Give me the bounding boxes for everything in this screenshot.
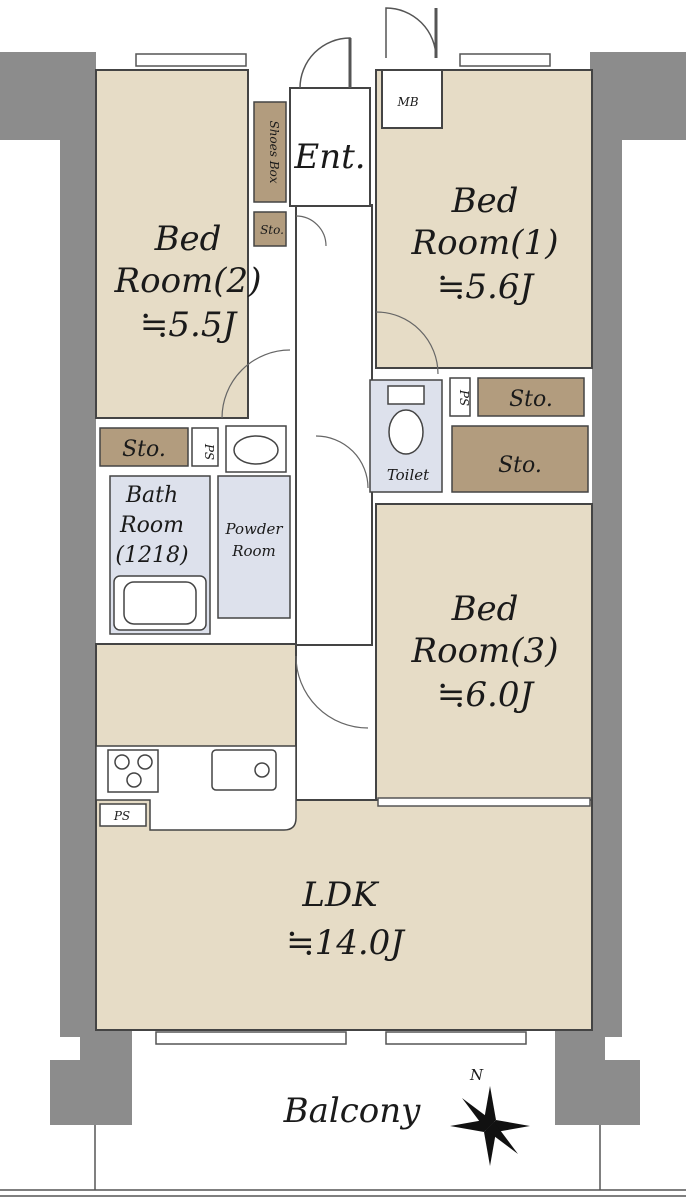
room-floors bbox=[95, 69, 593, 1031]
compass-icon: N bbox=[450, 1066, 530, 1166]
powder-line1: Powder bbox=[224, 520, 283, 538]
bed2-name2: Room(2) bbox=[114, 261, 262, 301]
powder-line2: Room bbox=[231, 542, 276, 560]
ldk-size: ≒14.0J bbox=[286, 923, 406, 963]
structural-walls bbox=[0, 52, 686, 1125]
bath-line3: (1218) bbox=[115, 543, 188, 568]
ps-label-bath: PS bbox=[202, 443, 216, 460]
storage-blocks bbox=[99, 377, 589, 493]
entrance-storage-label: Sto. bbox=[260, 223, 284, 237]
bed3-size: ≒6.0J bbox=[437, 675, 536, 715]
ldk-name: LDK bbox=[301, 875, 380, 915]
bedroom-2-floor bbox=[95, 69, 249, 419]
kitchen-counter bbox=[95, 745, 297, 831]
entrance-area bbox=[253, 7, 443, 247]
windows bbox=[135, 53, 591, 1045]
balcony-rail bbox=[0, 1125, 686, 1197]
bed3-name: Bed bbox=[451, 589, 519, 629]
meter-box-label: MB bbox=[396, 95, 418, 109]
ps-label-toilet: PS bbox=[457, 389, 471, 406]
compass-north-label: N bbox=[469, 1066, 484, 1084]
bed3-name2: Room(3) bbox=[411, 631, 559, 671]
bed1-storage-label: Sto. bbox=[509, 387, 553, 412]
bath-line2: Room bbox=[119, 513, 184, 538]
toilet-label: Toilet bbox=[387, 466, 430, 484]
bed1-name: Bed bbox=[451, 181, 519, 221]
balcony-label: Balcony bbox=[283, 1091, 422, 1131]
bath-line1: Bath bbox=[125, 483, 178, 508]
bed2-name: Bed bbox=[154, 219, 222, 259]
bed1-name2: Room(1) bbox=[411, 223, 559, 263]
bed2-size: ≒5.5J bbox=[140, 305, 239, 345]
wet-areas bbox=[109, 379, 443, 635]
hall-storage-label: Sto. bbox=[498, 453, 542, 478]
entrance-label: Ent. bbox=[293, 137, 365, 177]
ps-label-kitchen: PS bbox=[113, 809, 130, 823]
bedroom-3-floor bbox=[375, 503, 593, 801]
bed1-size: ≒5.6J bbox=[437, 267, 536, 307]
ps-boxes bbox=[99, 377, 471, 827]
room-labels: Ent. MB Shoes Box Sto. Bed Room(1) ≒5.6J… bbox=[113, 95, 559, 1131]
corridor-floor bbox=[295, 204, 373, 646]
bed2-storage-label: Sto. bbox=[122, 437, 166, 462]
shoes-box-label: Shoes Box bbox=[267, 120, 281, 183]
door-swings bbox=[221, 215, 439, 729]
